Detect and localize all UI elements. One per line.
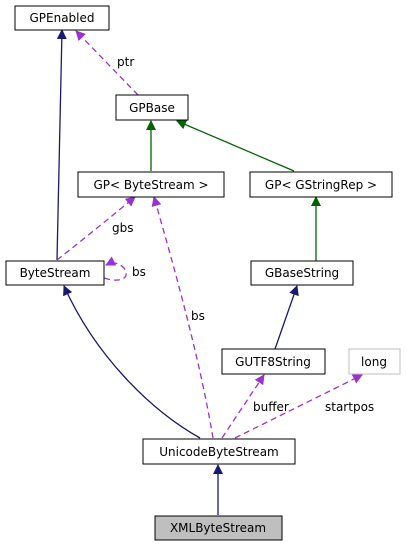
node-long[interactable]: long <box>348 348 401 375</box>
node-gpenabled[interactable]: GPEnabled <box>14 5 110 31</box>
svg-text:GP< ByteStream >: GP< ByteStream > <box>93 178 208 192</box>
edge-label-ptr: ptr <box>117 55 134 69</box>
edge-bytestream-to-gp-bytestream-gbs <box>56 196 136 261</box>
edge-gpbase-to-gpenabled-ptr <box>75 30 139 96</box>
edge-unicodebytestream-to-long-startpos <box>234 374 363 439</box>
edge-bytestream-self-bs <box>103 256 127 281</box>
svg-text:GBaseString: GBaseString <box>265 266 339 280</box>
node-gpbase[interactable]: GPBase <box>115 94 189 121</box>
node-bytestream[interactable]: ByteStream <box>5 260 105 286</box>
edge-gutf8string-to-gbasestring <box>274 285 299 350</box>
edge-unicodebytestream-to-gp-bytestream-bs <box>151 196 214 439</box>
node-gutf8string[interactable]: GUTF8String <box>221 348 326 375</box>
node-gp-gstringrep[interactable]: GP< GStringRep > <box>249 171 393 198</box>
svg-text:XMLByteStream: XMLByteStream <box>170 521 266 535</box>
edge-gp-gstringrep-to-gpbase <box>176 119 295 172</box>
svg-text:UnicodeByteStream: UnicodeByteStream <box>159 445 279 459</box>
node-unicodebytestream[interactable]: UnicodeByteStream <box>142 438 296 465</box>
edge-bytestream-to-gpenabled <box>56 29 67 261</box>
edge-label-bs: bs <box>191 309 205 323</box>
edge-label-bs-self: bs <box>132 265 146 279</box>
node-gbasestring[interactable]: GBaseString <box>250 260 354 286</box>
edge-unicodebytestream-to-bytestream <box>63 285 201 439</box>
edge-label-gbs: gbs <box>112 221 134 235</box>
svg-text:GPBase: GPBase <box>129 101 175 115</box>
edge-unicodebytestream-to-gutf8string-buffer <box>221 374 265 439</box>
svg-text:ByteStream: ByteStream <box>20 266 91 280</box>
edge-label-startpos: startpos <box>325 400 374 414</box>
node-xmlbytestream[interactable]: XMLByteStream <box>154 515 283 541</box>
edge-label-buffer: buffer <box>253 400 289 414</box>
svg-text:GPEnabled: GPEnabled <box>29 11 94 25</box>
svg-text:GUTF8String: GUTF8String <box>235 355 311 369</box>
node-gp-bytestream[interactable]: GP< ByteStream > <box>77 171 225 198</box>
svg-text:GP< GStringRep >: GP< GStringRep > <box>265 178 377 192</box>
svg-text:long: long <box>361 355 387 369</box>
